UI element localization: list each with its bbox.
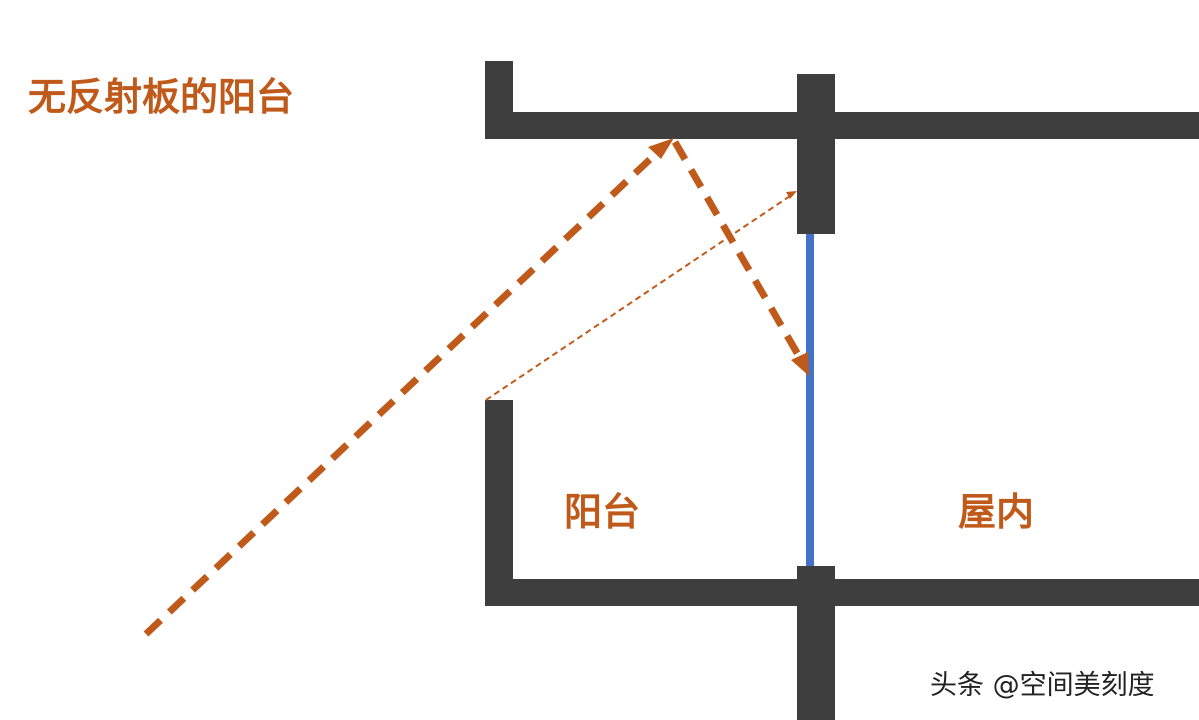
balcony-label: 阳台	[564, 490, 640, 534]
upper-wall	[485, 112, 1199, 139]
watermark: 头条 @空间美刻度	[930, 670, 1155, 701]
upper-column	[797, 74, 835, 234]
glass-partition	[806, 234, 814, 566]
reflected-light-arrow	[671, 140, 804, 360]
indoor-label: 屋内	[958, 490, 1034, 534]
incoming-light-arrowhead	[648, 138, 674, 159]
lower-wall	[485, 579, 1199, 606]
reflected-light-arrowhead	[791, 352, 809, 376]
thin-light-arrowhead	[786, 191, 797, 199]
walls	[485, 61, 1199, 720]
balcony-parapet	[485, 400, 513, 606]
incoming-light-arrow	[143, 145, 665, 637]
light-rays	[143, 138, 809, 637]
thin-light-arrow	[485, 195, 791, 401]
lower-column	[797, 566, 835, 720]
diagram-title: 无反射板的阳台	[28, 75, 294, 119]
